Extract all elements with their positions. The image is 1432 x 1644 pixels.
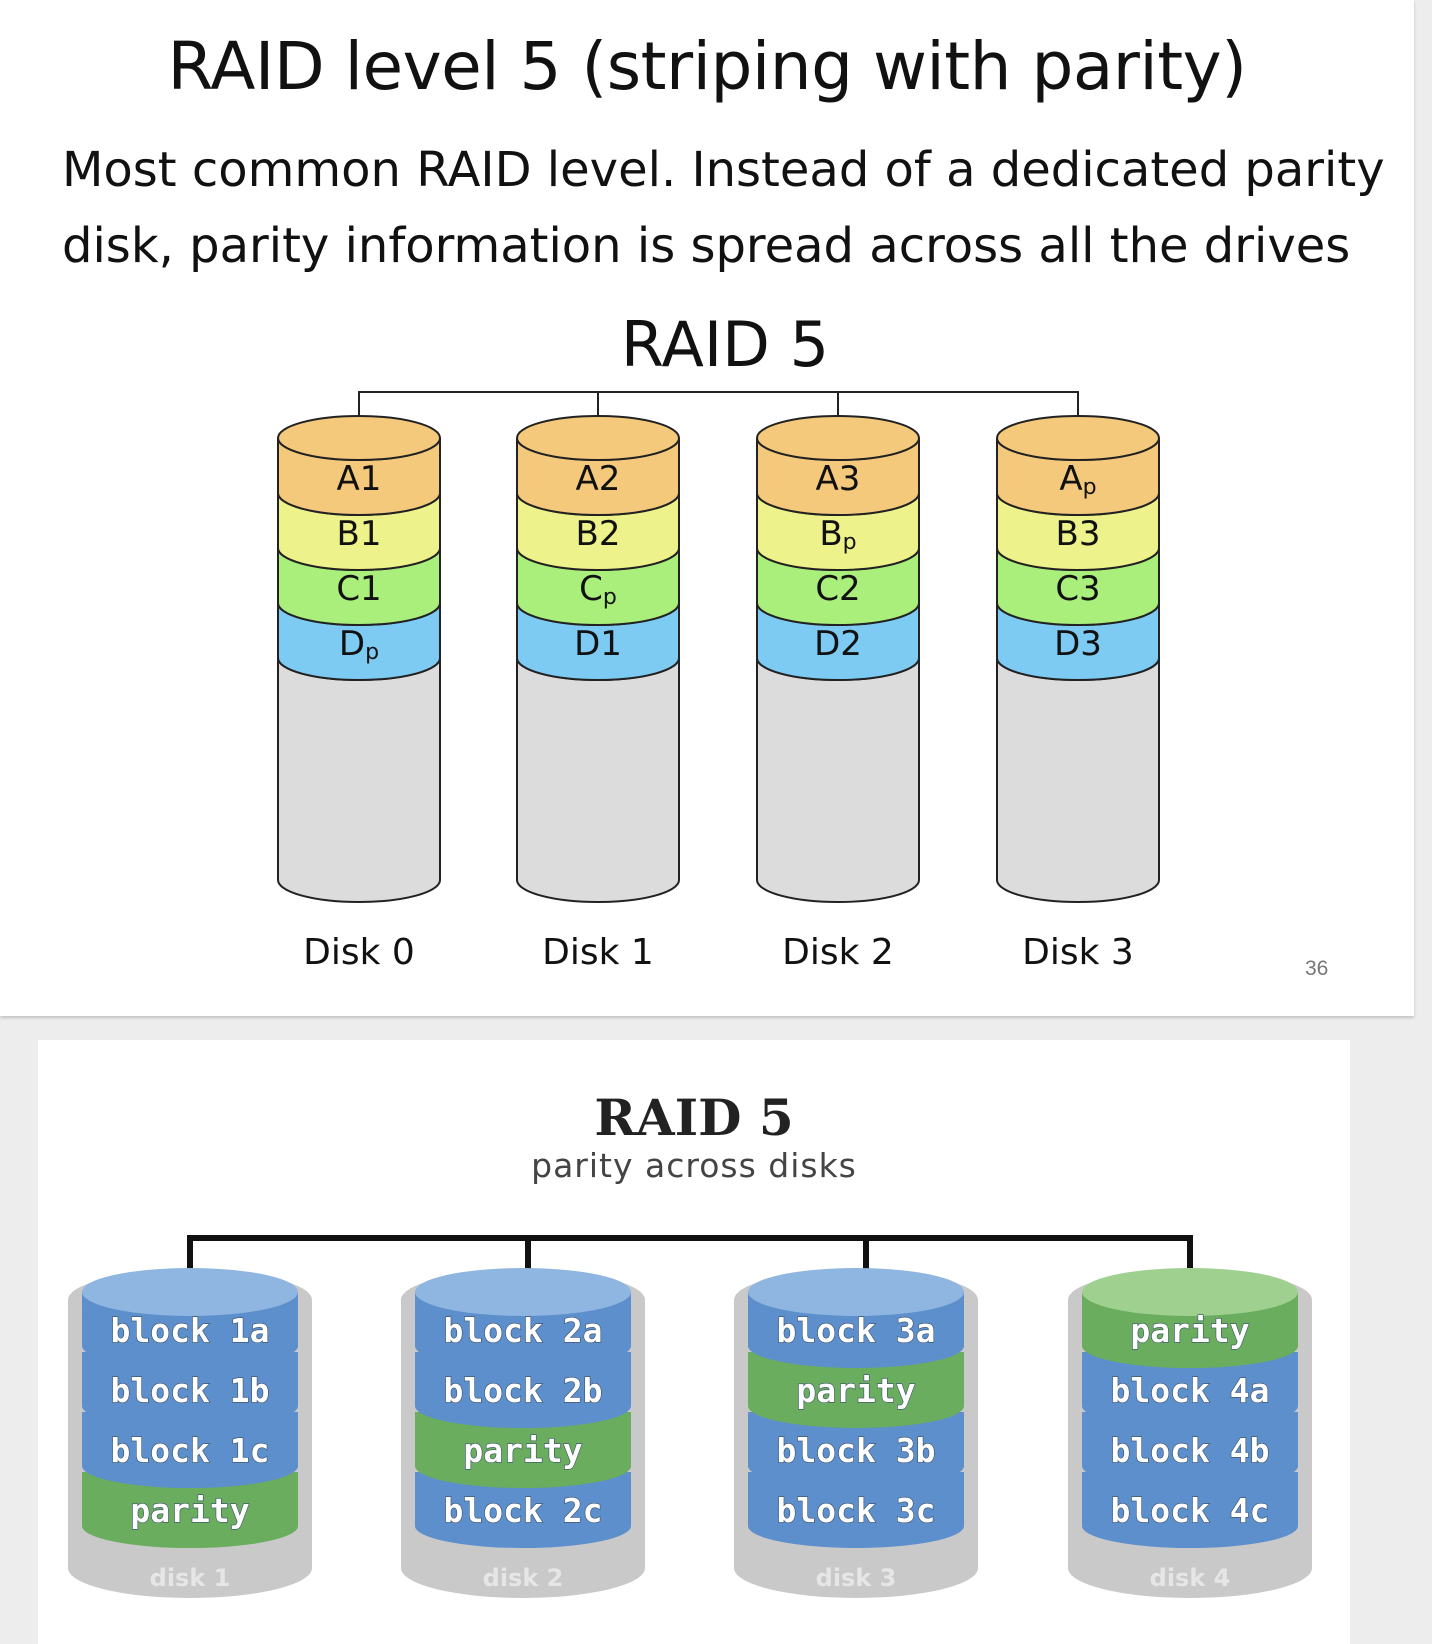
stripe-label: A1	[337, 459, 382, 499]
slide-title: RAID level 5 (striping with parity)	[167, 28, 1247, 105]
block-band	[82, 1412, 298, 1488]
disk-top-cap	[415, 1268, 631, 1316]
stripe-label: B3	[1056, 514, 1101, 554]
disk-label: disk 4	[1150, 1564, 1231, 1592]
diagram-top-connector	[358, 391, 1079, 446]
diagram-bottom-connector	[187, 1235, 1193, 1280]
block-label: block 4b	[1111, 1431, 1270, 1470]
block-band	[415, 1412, 631, 1488]
block-band	[748, 1352, 964, 1428]
stripe-label: C3	[1055, 569, 1100, 609]
block-band	[415, 1472, 631, 1548]
block-label: block 4a	[1111, 1371, 1270, 1410]
disk-0: block 1a block 1b block 1c parity disk 1	[68, 1268, 312, 1598]
disk-label: disk 3	[816, 1564, 897, 1592]
block-label: parity	[1130, 1311, 1249, 1350]
diagram-top-title: RAID 5	[621, 308, 829, 381]
block-label: block 4c	[1111, 1491, 1270, 1530]
stripe-label: C1	[336, 569, 381, 609]
stripe-label: Bp	[819, 514, 856, 555]
stripe-label: Cp	[579, 569, 617, 610]
block-band	[748, 1412, 964, 1488]
block-label: block 1a	[111, 1311, 270, 1350]
block-label: block 3c	[777, 1491, 936, 1530]
block-label: block 3b	[777, 1431, 936, 1470]
block-band	[82, 1472, 298, 1548]
disk-1: block 2a block 2b parity block 2c disk 2	[401, 1268, 645, 1598]
disk-body	[516, 657, 680, 903]
disk-top-cap	[277, 415, 441, 461]
stripe-label: D3	[1054, 624, 1102, 664]
stripe-label: A2	[576, 459, 621, 499]
block-label: block 2c	[444, 1491, 603, 1530]
block-label: block 2a	[444, 1311, 603, 1350]
block-band	[1082, 1412, 1298, 1488]
block-label: parity	[463, 1431, 582, 1470]
block-band	[748, 1472, 964, 1548]
disk-label: Disk 3	[1022, 932, 1134, 973]
block-band	[82, 1352, 298, 1428]
stripe-label: Ap	[1059, 459, 1096, 500]
disk-top-cap	[1082, 1268, 1298, 1316]
disk-label: Disk 2	[782, 932, 894, 973]
disk-3: parity block 4a block 4b block 4c disk 4	[1068, 1268, 1312, 1598]
stripe-label: B1	[337, 514, 382, 554]
disk-label: disk 2	[483, 1564, 564, 1592]
disk-label: Disk 0	[303, 932, 415, 973]
block-label: block 2b	[444, 1371, 603, 1410]
slide-number: 36	[1305, 957, 1329, 980]
connector-line	[187, 1235, 1193, 1280]
disk-label: disk 1	[150, 1564, 231, 1592]
block-band	[1082, 1472, 1298, 1548]
block-label: block 3a	[777, 1311, 936, 1350]
stripe-label: C2	[815, 569, 860, 609]
stripe-label: D1	[574, 624, 622, 664]
disk-top-cap	[516, 415, 680, 461]
disk-body	[996, 657, 1160, 903]
disk-top-cap	[996, 415, 1160, 461]
raid5-diagram-bottom: RAID 5 parity across disks block 1ablock…	[68, 1088, 1312, 1598]
disk-2: block 3a parity block 3b block 3c disk 3	[734, 1268, 978, 1598]
slide: RAID level 5 (striping with parity) Most…	[0, 0, 1414, 1016]
disk-top-cap	[748, 1268, 964, 1316]
disk-body	[277, 657, 441, 903]
disk-label: Disk 1	[542, 932, 654, 973]
slide-body-text: Most common RAID level. Instead of a ded…	[62, 142, 1385, 274]
stripe-label: B2	[576, 514, 621, 554]
block-label: parity	[796, 1371, 915, 1410]
block-label: block 1b	[111, 1371, 270, 1410]
block-label: parity	[130, 1491, 249, 1530]
connector-line	[358, 391, 1079, 446]
stripe-label: D2	[814, 624, 862, 664]
disk-top-cap	[756, 415, 920, 461]
stripe-label: A3	[816, 459, 861, 499]
block-band	[415, 1352, 631, 1428]
diagram-bottom-subtitle: parity across disks	[531, 1146, 857, 1185]
block-label: block 1c	[111, 1431, 270, 1470]
stripe-label: Dp	[339, 624, 379, 665]
disk-top-cap	[82, 1268, 298, 1316]
diagram-bottom-title: RAID 5	[594, 1088, 793, 1147]
block-band	[1082, 1352, 1298, 1428]
disk-body	[756, 657, 920, 903]
